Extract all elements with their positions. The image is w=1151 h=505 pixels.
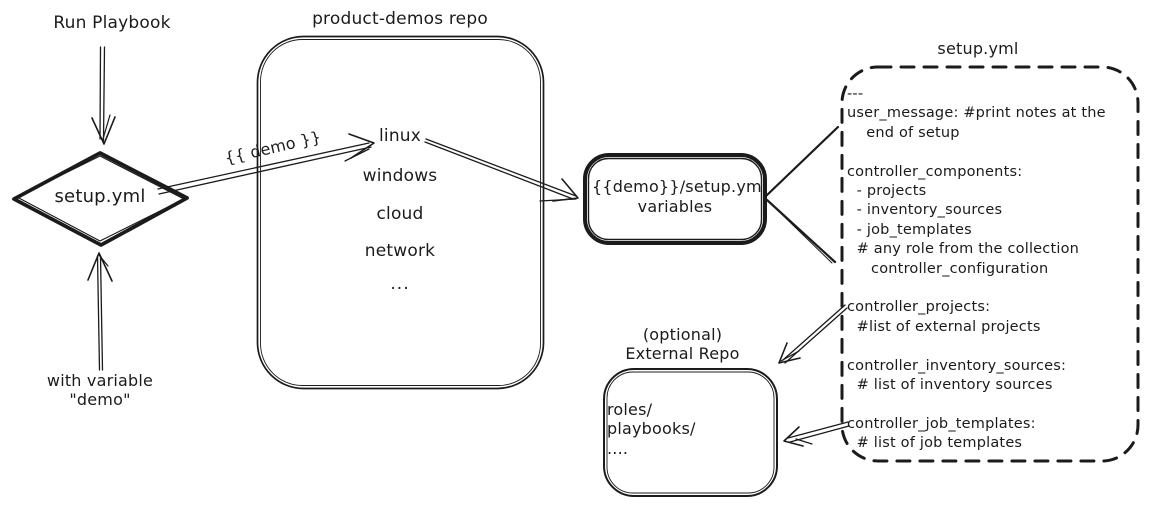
demo-arrow	[157, 133, 375, 195]
repo-item-cloud: cloud	[376, 204, 424, 224]
repo-item-ellipsis: ...	[390, 274, 410, 294]
product-demos-repo-title: product-demos repo	[312, 9, 488, 29]
run-playbook-label: Run Playbook	[53, 13, 171, 33]
with-variable-label: with variable "demo"	[46, 371, 154, 409]
repo-item-windows: windows	[362, 166, 438, 186]
external-repo-box	[603, 368, 778, 497]
detail-fan-lines	[764, 125, 840, 264]
setup-diamond-shape	[12, 151, 189, 247]
linux-to-variables-arrow	[424, 138, 579, 202]
projects-to-repo-arrow	[778, 304, 848, 364]
setup-yml-content: --- user_message: #print notes at the en…	[847, 86, 1106, 452]
setup-diamond-label: setup.yml	[54, 186, 146, 207]
setup-yml-dashed-box	[840, 65, 1140, 463]
setup-yml-title: setup.yml	[937, 39, 1019, 58]
repo-item-linux: linux	[378, 126, 422, 146]
run-playbook-arrow	[91, 46, 116, 145]
external-repo-content: roles/ playbooks/ ....	[607, 400, 696, 458]
templates-to-repo-arrow	[783, 421, 850, 447]
product-demos-repo-box	[256, 35, 545, 390]
variables-box-shape	[583, 153, 767, 245]
external-repo-title: (optional) External Repo	[625, 325, 740, 363]
repo-item-network: network	[364, 241, 436, 261]
with-variable-arrow	[87, 252, 113, 371]
variables-box-label: {{demo}}/setup.yml variables	[592, 177, 767, 216]
